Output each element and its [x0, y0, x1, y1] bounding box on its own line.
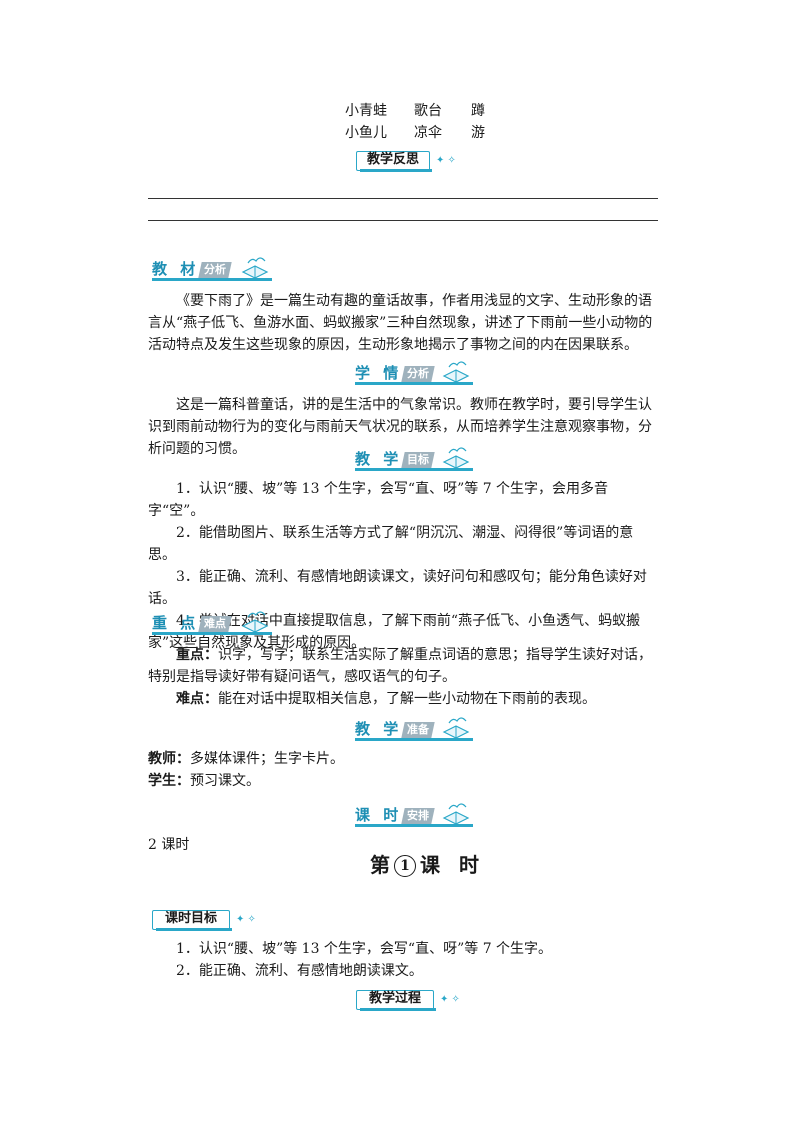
- book-icon: [241, 611, 269, 633]
- banner-tag: 分析: [401, 366, 435, 382]
- word: 小鱼儿: [345, 125, 387, 141]
- key-label: 重点：: [176, 647, 218, 663]
- list-item: 4．尝试在对话中直接提取信息，了解下雨前“燕子低飞、小鱼透气、蚂蚁搬家”这些自然…: [148, 613, 641, 651]
- book-icon: [442, 717, 470, 739]
- sparkle-icon: ✦ ✧: [440, 994, 460, 1005]
- learner-text: 这是一篇科普童话，讲的是生活中的气象常识。教师在教学时，要引导学生认识到雨前动物…: [148, 397, 652, 457]
- list-item: 1．认识“腰、坡”等 13 个生字，会写“直、呀”等 7 个生字。: [176, 941, 553, 957]
- book-icon: [442, 803, 470, 825]
- word: 游: [471, 125, 485, 141]
- section-banner-schedule: 课 时 安排: [355, 800, 485, 830]
- key-text: 识字，写字；联系生活实际了解重点词语的意思；指导学生读好对话，特别是指导读好带有…: [148, 647, 652, 685]
- banner-title: 教 学: [355, 450, 403, 468]
- teacher-label: 教师：: [148, 751, 190, 767]
- lesson-number-badge: 1: [394, 855, 416, 877]
- word: 小青蛙: [345, 103, 387, 119]
- sparkle-icon: ✦ ✧: [436, 155, 456, 166]
- reflection-line: [148, 220, 658, 221]
- process-header: 教学过程 ✦ ✧: [356, 990, 476, 1011]
- reflection-header-label: 教学反思: [366, 152, 419, 167]
- banner-title: 课 时: [355, 806, 403, 824]
- lesson-goals-header-label: 课时目标: [164, 911, 217, 926]
- banner-tag: 目标: [401, 452, 435, 468]
- book-icon: [442, 447, 470, 469]
- banner-title: 教 材: [152, 260, 200, 278]
- goals-list: 1．认识“腰、坡”等 13 个生字，会写“直、呀”等 7 个生字，会用多音字“空…: [148, 478, 660, 654]
- prep-teacher: 教师：多媒体课件；生字卡片。: [148, 748, 344, 770]
- hard-text: 能在对话中提取相关信息，了解一些小动物在下雨前的表现。: [218, 691, 596, 707]
- list-item: 2．能借助图片、联系生活等方式了解“阴沉沉、潮湿、闷得很”等词语的意思。: [148, 525, 634, 563]
- section-banner-prep: 教 学 准备: [355, 714, 485, 744]
- banner-title: 教 学: [355, 720, 403, 738]
- section-banner-keypoints: 重 点 难点: [152, 608, 282, 638]
- word: 蹲: [471, 103, 485, 119]
- list-item: 3．能正确、流利、有感情地朗读课文，读好问句和感叹句；能分角色读好对话。: [148, 569, 647, 607]
- hard-label: 难点：: [176, 691, 218, 707]
- teacher-text: 多媒体课件；生字卡片。: [190, 751, 344, 767]
- book-icon: [241, 257, 269, 279]
- banner-tag: 安排: [401, 808, 435, 824]
- word: 歌台: [414, 103, 442, 119]
- process-header-label: 教学过程: [368, 991, 421, 1006]
- section-banner-learner: 学 情 分析: [355, 358, 485, 388]
- lesson-goals-list: 1．认识“腰、坡”等 13 个生字，会写“直、呀”等 7 个生字。 2．能正确、…: [148, 938, 660, 982]
- list-item: 2．能正确、流利、有感情地朗读课文。: [176, 963, 423, 979]
- list-item: 1．认识“腰、坡”等 13 个生字，会写“直、呀”等 7 个生字，会用多音字“空…: [148, 481, 609, 519]
- prep-student: 学生：预习课文。: [148, 770, 260, 792]
- book-icon: [442, 361, 470, 383]
- student-text: 预习课文。: [190, 773, 260, 789]
- section-banner-goals: 教 学 目标: [355, 444, 485, 474]
- lesson-goals-header: 课时目标 ✦ ✧: [152, 910, 272, 931]
- word: 凉伞: [414, 125, 442, 141]
- reflection-line: [148, 198, 658, 199]
- material-text: 《要下雨了》是一篇生动有趣的童话故事，作者用浅显的文字、生动形象的语言从“燕子低…: [148, 293, 653, 353]
- banner-title: 学 情: [355, 364, 403, 382]
- lesson-title-post: 课 时: [420, 853, 485, 877]
- banner-tag: 准备: [401, 722, 435, 738]
- lesson-title-pre: 第: [370, 853, 390, 877]
- reflection-header: 教学反思 ✦ ✧: [356, 151, 472, 172]
- banner-tag: 分析: [198, 262, 232, 278]
- section-banner-material: 教 材 分析: [152, 254, 282, 284]
- banner-title: 重 点: [152, 614, 200, 632]
- sparkle-icon: ✦ ✧: [236, 914, 256, 925]
- banner-tag: 难点: [198, 616, 232, 632]
- schedule-text: 2 课时: [148, 837, 190, 853]
- hard-point: 难点：能在对话中提取相关信息，了解一些小动物在下雨前的表现。: [148, 688, 660, 710]
- key-point: 重点：识字，写字；联系生活实际了解重点词语的意思；指导学生读好对话，特别是指导读…: [148, 644, 660, 688]
- student-label: 学生：: [148, 773, 190, 789]
